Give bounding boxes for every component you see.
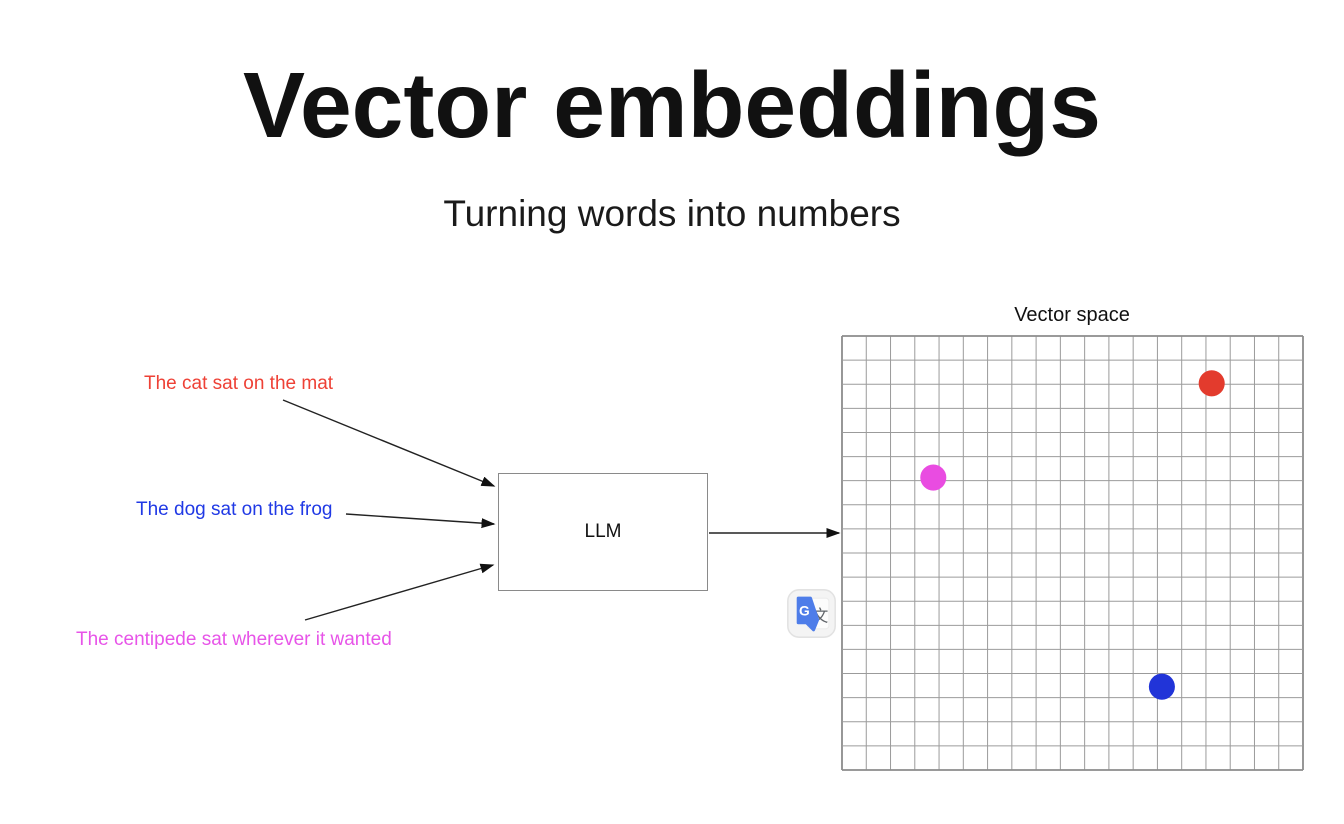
sentence-centipede: The centipede sat wherever it wanted	[76, 629, 392, 650]
embedding-point-cat-embedding	[1198, 370, 1225, 397]
embedding-point-centipede-embedding	[920, 464, 947, 491]
vector-space-title: Vector space	[1014, 304, 1130, 326]
translate-icon-letter: G	[799, 604, 810, 619]
llm-box-label: LLM	[584, 521, 622, 542]
arrow-centipede-to-llm	[304, 563, 495, 621]
sentence-cat: The cat sat on the mat	[144, 373, 334, 394]
page-title: Vector embeddings	[243, 53, 1101, 157]
vector-space-grid	[841, 335, 1304, 771]
sentence-dog: The dog sat on the frog	[136, 499, 333, 520]
embedding-point-dog-embedding	[1148, 673, 1175, 700]
translate-icon-flag	[796, 596, 820, 632]
arrow-dog-to-llm	[345, 513, 496, 529]
llm-box: LLM	[498, 473, 708, 591]
google-translate-icon: 文 G	[787, 589, 836, 638]
arrow-cat-to-llm	[282, 399, 496, 487]
page-subtitle: Turning words into numbers	[443, 193, 901, 234]
